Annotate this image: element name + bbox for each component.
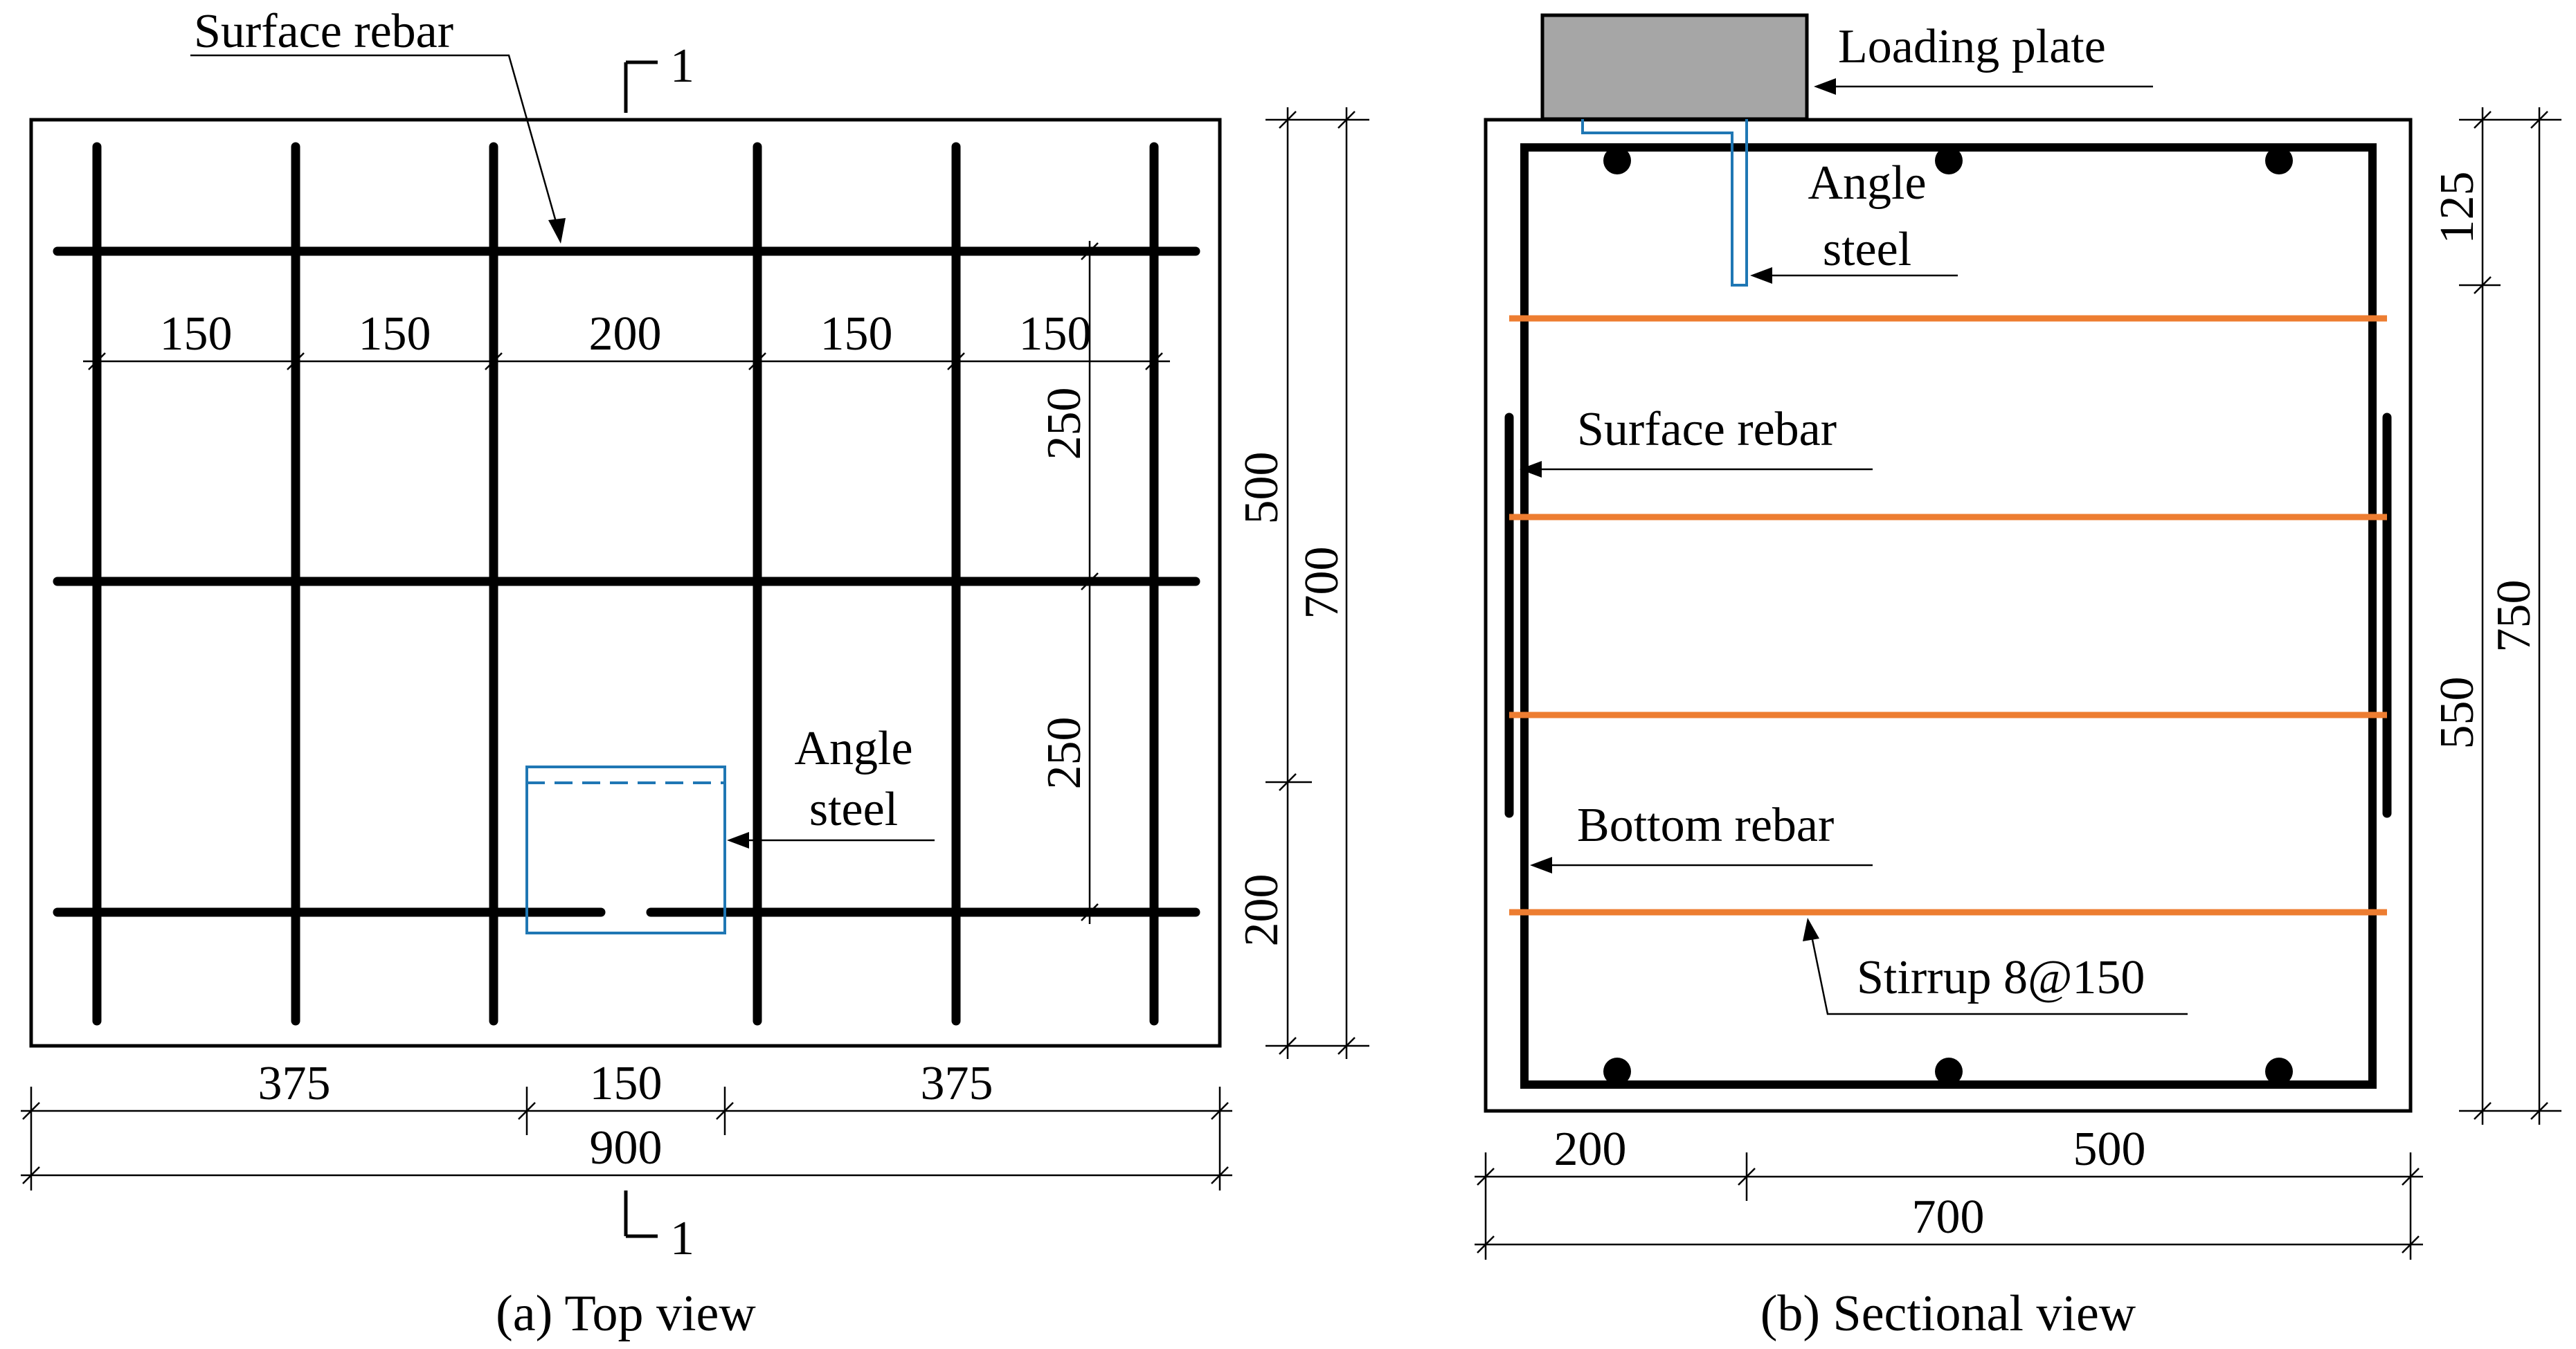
angle-steel-label-line2: steel: [809, 783, 898, 836]
sectional-view: Loading plate Angle steel Surface rebar …: [1475, 13, 2561, 1342]
sectional-concrete-outline: [1484, 118, 2413, 1113]
top-view-inner-vertical-dims: 250 250: [1038, 241, 1099, 924]
top-view-angle-steel: [525, 766, 726, 934]
stirrup-label: Stirrup 8@150: [1857, 951, 2145, 1004]
surface-rebar-label: Surface rebar: [1577, 403, 1837, 456]
top-view: 1 1 Surface rebar Angle steel 150 150 20…: [21, 5, 1369, 1342]
top-longitudinal-bar: [2265, 147, 2293, 174]
section-mark-top: 1: [624, 39, 694, 113]
loading-plate-callout: Loading plate: [1814, 20, 2153, 95]
bottom-segment-dim: 375: [258, 1057, 331, 1110]
sectional-angle-steel: [1581, 119, 1748, 287]
top-view-vertical-rebars: [92, 142, 1159, 1026]
bottom-longitudinal-bar: [1935, 1058, 1963, 1085]
sectional-orange-bars: [1509, 315, 2387, 916]
section-mark-label: 1: [670, 39, 694, 93]
top-view-angle-steel-callout: Angle steel: [727, 722, 935, 849]
bar-spacing-dim: 150: [1019, 307, 1092, 361]
top-view-outer-vertical-dims: 500 200 700: [1235, 107, 1369, 1059]
sectional-stirrup-callout: Stirrup 8@150: [1803, 918, 2188, 1015]
bottom-longitudinal-bar: [2265, 1058, 2293, 1085]
bar-spacing-dim: 200: [589, 307, 662, 361]
right-dim-lower: 550: [2431, 677, 2484, 750]
sectional-surface-rebar-callout: Surface rebar: [1520, 403, 1873, 478]
bottom-segment-dim: 150: [590, 1057, 663, 1110]
bottom-rebar-label: Bottom rebar: [1577, 799, 1834, 852]
sectional-bottom-rebar-callout: Bottom rebar: [1530, 799, 1873, 873]
angle-steel-label-line2: steel: [1823, 223, 1911, 276]
bar-spacing-dim: 150: [359, 307, 431, 361]
sectional-view-caption: (b) Sectional view: [1760, 1285, 2136, 1342]
angle-steel-label-line1: Angle: [1808, 156, 1926, 210]
inner-vertical-dim: 250: [1038, 388, 1091, 460]
bottom-total-dim: 900: [590, 1121, 663, 1175]
top-view-bottom-dims: 375 150 375 900: [21, 1057, 1232, 1190]
outer-vertical-dim-lower: 200: [1235, 874, 1288, 947]
sectional-bottom-dims: 200 500 700: [1475, 1123, 2423, 1260]
top-longitudinal-bar: [1935, 147, 1963, 174]
top-view-surface-rebar-callout: Surface rebar: [190, 5, 566, 244]
top-view-concrete-outline: [29, 118, 1222, 1048]
bottom-segment-dim: 200: [1554, 1123, 1627, 1176]
right-dim-upper: 125: [2431, 172, 2484, 244]
inner-vertical-dim: 250: [1038, 717, 1091, 790]
top-longitudinal-bar: [1603, 147, 1631, 174]
outer-vertical-dim-upper: 500: [1235, 452, 1288, 525]
sectional-angle-steel-callout: Angle steel: [1750, 156, 1958, 284]
sectional-stirrup-outline: [1520, 143, 2377, 1089]
section-mark-label: 1: [670, 1212, 694, 1265]
surface-rebar-label: Surface rebar: [194, 5, 453, 58]
top-view-caption: (a) Top view: [496, 1285, 756, 1342]
sectional-right-dims: 125 550 750: [2431, 107, 2561, 1125]
top-view-horizontal-rebars: [53, 246, 1200, 917]
bottom-segment-dim: 500: [2073, 1123, 2146, 1176]
bar-spacing-dim: 150: [820, 307, 893, 361]
outer-vertical-dim-total: 700: [1295, 547, 1349, 619]
section-mark-bottom: 1: [624, 1190, 694, 1265]
loading-plate: [1540, 13, 1809, 121]
angle-steel-plan: [525, 766, 726, 934]
right-dim-total: 750: [2487, 580, 2541, 653]
bottom-total-dim: 700: [1912, 1190, 1985, 1244]
angle-steel-label-line1: Angle: [794, 722, 912, 775]
sectional-longitudinal-bars: [1603, 147, 2293, 1085]
loading-plate-label: Loading plate: [1838, 20, 2106, 73]
bottom-longitudinal-bar: [1603, 1058, 1631, 1085]
bar-spacing-dim: 150: [160, 307, 233, 361]
bottom-segment-dim: 375: [921, 1057, 993, 1110]
top-view-bar-spacing-dims: 150 150 200 150 150: [83, 307, 1170, 370]
